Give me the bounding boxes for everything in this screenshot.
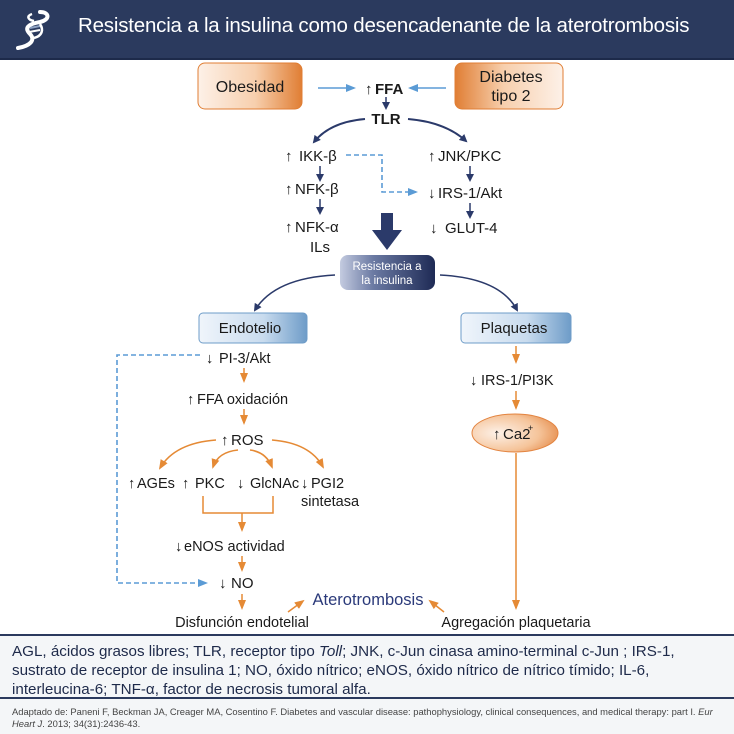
- down-arrow-icon: ↓: [206, 351, 213, 367]
- arrow-tlr-jnk: [407, 118, 468, 143]
- source-text-1: Adaptado de: Paneni F, Beckman JA, Creag…: [12, 706, 699, 717]
- divider-top: [0, 634, 734, 636]
- page-title: Resistencia a la insulina como desencade…: [78, 14, 690, 37]
- disfuncion-label: Disfunción endotelial: [175, 615, 309, 631]
- irs-akt-label: IRS-1/Akt: [438, 185, 503, 202]
- legend-text-italic: Toll: [318, 643, 343, 660]
- down-arrow-icon: ↓: [219, 575, 227, 592]
- arrow-ros-ages: [158, 439, 217, 470]
- up-arrow-icon: ↑: [285, 219, 293, 236]
- aterotrombosis-label: Aterotrombosis: [313, 591, 424, 609]
- ca-ellipse: ↑ Ca2 +: [471, 413, 559, 453]
- arrow-ros-pkc: [211, 449, 239, 469]
- ffa-oxidacion-label: FFA oxidación: [197, 392, 288, 408]
- jnk-label: JNK/PKC: [438, 148, 502, 165]
- nfkb-label: NFK-β: [295, 181, 339, 198]
- tlr-label: TLR: [371, 111, 400, 128]
- pgi2-label: PGI2: [311, 476, 344, 492]
- header-bar: Resistencia a la insulina como desencade…: [0, 0, 734, 60]
- down-arrow-icon: ↓: [301, 476, 308, 492]
- ffa-label: FFA: [375, 81, 403, 98]
- arrow-to-plaquetas: [439, 274, 518, 312]
- up-arrow-icon: ↑: [428, 148, 436, 165]
- up-arrow-icon: ↑: [285, 148, 293, 165]
- resistencia-line1: Resistencia a: [352, 261, 422, 273]
- diabetes-box: Diabetes tipo 2: [454, 62, 564, 110]
- dna-helix-logo-icon: [16, 10, 50, 50]
- down-arrow-icon: ↓: [428, 185, 436, 202]
- arrow-tlr-ikk: [312, 118, 366, 144]
- obesidad-box: Obesidad: [197, 62, 303, 110]
- down-arrow-icon: ↓: [470, 373, 477, 389]
- legend-background: [0, 634, 734, 734]
- up-arrow-icon: ↑: [365, 81, 373, 98]
- source-citation: Adaptado de: Paneni F, Beckman JA, Creag…: [12, 706, 728, 729]
- pi3-akt-label: PI-3/Akt: [219, 351, 271, 367]
- glcnac-label: GlcNAc: [250, 476, 299, 492]
- up-arrow-icon: ↑: [182, 476, 189, 492]
- divider-bottom: [0, 697, 734, 699]
- arrow-ros-pgi2: [271, 439, 324, 469]
- down-arrow-icon: ↓: [430, 220, 438, 237]
- up-arrow-icon: ↑: [221, 432, 229, 449]
- source-journal: Eur Heart J: [12, 706, 713, 729]
- arrow-to-endotelio: [253, 274, 336, 312]
- abbreviations-legend: AGL, ácidos grasos libres; TLR, receptor…: [12, 642, 728, 699]
- diabetes-label-line2: tipo 2: [491, 88, 530, 105]
- ages-label: AGEs: [137, 476, 175, 492]
- down-arrow-icon: ↓: [237, 476, 244, 492]
- flow-diagram: Obesidad Diabetes tipo 2 ↑ FFA TLR ↑ IKK…: [116, 62, 592, 631]
- endotelio-box: Endotelio: [198, 312, 308, 344]
- big-down-arrow-icon: [372, 213, 402, 250]
- arrow-ros-glcnac: [249, 449, 273, 469]
- ils-label: ILs: [310, 239, 330, 256]
- up-arrow-icon: ↑: [187, 392, 194, 408]
- plaquetas-label: Plaquetas: [481, 320, 548, 337]
- agregacion-label: Agregación plaquetaria: [441, 615, 591, 631]
- enos-label: eNOS actividad: [184, 539, 285, 555]
- dashed-arrow-ikk-irs: [346, 154, 418, 196]
- source-text-2: . 2013; 34(31):2436-43.: [42, 717, 141, 729]
- ca-label: Ca2: [503, 426, 531, 443]
- legend-text-1: AGL, ácidos grasos libres; TLR, receptor…: [12, 643, 319, 660]
- diabetes-label-line1: Diabetes: [479, 69, 542, 86]
- down-arrow-icon: ↓: [175, 539, 182, 555]
- arrow-agregacion-atero: [428, 599, 445, 613]
- irs-pi3k-label: IRS-1/PI3K: [481, 373, 554, 389]
- pkc-label: PKC: [195, 476, 225, 492]
- dashed-arrow-pi3-no: [116, 354, 208, 587]
- glut4-label: GLUT-4: [445, 220, 498, 237]
- nfka-label: NFK-α: [295, 219, 339, 236]
- sintetasa-label: sintetasa: [301, 494, 360, 510]
- no-label: NO: [231, 575, 254, 592]
- ca-superscript: +: [528, 423, 533, 433]
- resistencia-box: Resistencia a la insulina: [340, 255, 435, 290]
- endotelio-label: Endotelio: [219, 320, 282, 337]
- plaquetas-box: Plaquetas: [460, 312, 572, 344]
- resistencia-line2: la insulina: [361, 275, 413, 287]
- ros-label: ROS: [231, 432, 264, 449]
- ikk-label: IKK-β: [299, 148, 337, 165]
- arrow-disfuncion-atero: [287, 599, 305, 613]
- up-arrow-icon: ↑: [285, 181, 293, 198]
- legend-text-2: ; JNK, c-Jun cinasa amino-terminal c-Jun…: [12, 643, 675, 698]
- obesidad-label: Obesidad: [216, 79, 285, 96]
- up-arrow-icon: ↑: [128, 476, 135, 492]
- bracket-pkc-glcnac: [202, 496, 274, 514]
- up-arrow-icon: ↑: [493, 426, 501, 443]
